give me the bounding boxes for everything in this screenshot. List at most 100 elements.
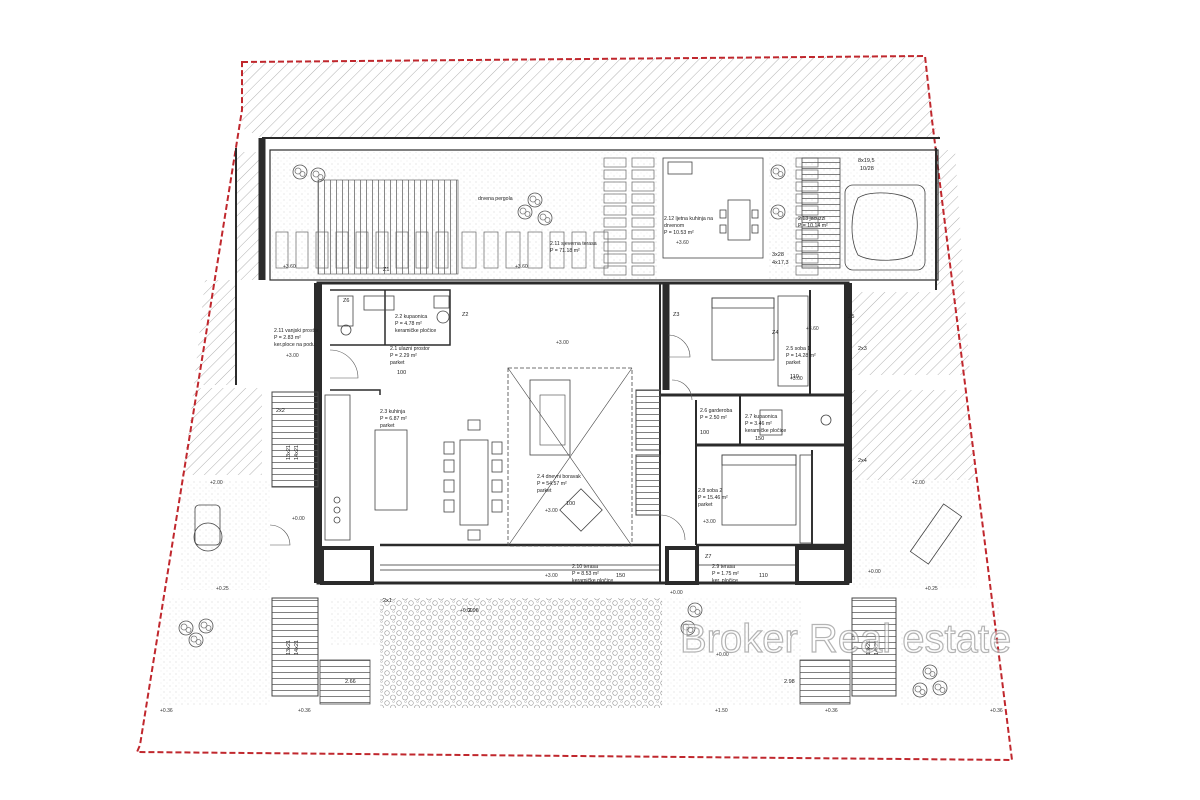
plant-icon <box>770 204 786 220</box>
deck-plank <box>549 231 565 269</box>
stair-east-lower <box>851 597 897 697</box>
plants <box>178 164 948 698</box>
plant-icon <box>527 192 543 208</box>
deck-plank <box>483 231 499 269</box>
deck-plank <box>395 231 409 269</box>
south-east-ground <box>900 598 1000 706</box>
deck-plank <box>461 231 477 269</box>
level: +3.60 <box>806 326 819 332</box>
level: +3.00 <box>286 353 299 359</box>
deck-plank <box>375 231 389 269</box>
jacuzzi-stairs <box>801 157 841 269</box>
deck-plank <box>603 169 627 180</box>
plant-icon <box>198 618 214 634</box>
stair-west-upper <box>271 391 319 488</box>
east-bedroom-ground <box>852 478 977 588</box>
watermark: Broker Real estate <box>680 617 1011 661</box>
deck-plank <box>631 265 655 276</box>
tag: Z5 <box>848 314 854 320</box>
doc-code: 110 <box>790 374 799 380</box>
tag: Z3 <box>673 312 679 318</box>
north-terrace-frame <box>269 149 939 281</box>
deck-plank <box>631 241 655 252</box>
hatched-zones <box>182 56 976 480</box>
level: +0.00 <box>670 590 683 596</box>
tag: 2x2 <box>276 408 285 414</box>
deck-plank <box>603 229 627 240</box>
deck-plank <box>355 231 369 269</box>
stair-west-lower-inner <box>319 659 371 705</box>
east-hatched-zone-2 <box>852 390 976 480</box>
plant-icon <box>188 632 204 648</box>
deck-plank <box>603 265 627 276</box>
south-west-ground <box>160 598 270 706</box>
bath-tub <box>363 295 395 311</box>
dim-label: 2.96 <box>468 608 479 614</box>
plant-icon <box>517 204 533 220</box>
dim-label: 3x28 <box>772 252 784 258</box>
tag: 2x3 <box>858 346 867 352</box>
deck-plank <box>631 229 655 240</box>
dim-label: 14x21 <box>294 445 300 460</box>
deck-plank <box>631 253 655 264</box>
furniture <box>193 157 963 565</box>
plant-icon <box>912 682 928 698</box>
decking <box>275 157 819 276</box>
living-void <box>507 367 633 547</box>
plant-icon <box>932 680 948 696</box>
dim-label: 4x17,3 <box>772 260 789 266</box>
dim-label: 13x21 <box>286 640 292 655</box>
deck-plank <box>275 231 289 269</box>
deck-plank <box>505 231 521 269</box>
level: +0.36 <box>298 708 311 714</box>
west-hatched-zone <box>185 152 262 470</box>
wardrobe-2 <box>799 454 813 544</box>
deck-plank <box>631 217 655 228</box>
doc-code: 150 <box>616 573 625 579</box>
dim-label: 8x19,5 <box>858 158 875 164</box>
level: +0.25 <box>216 586 229 592</box>
annotations: Z1 Z2 Z3 Z4 2x1 2x2 2x3 2x4 Z5 Z6 Z7 100… <box>276 158 880 685</box>
kitchen-island <box>374 429 408 511</box>
wardrobe-1 <box>777 295 809 387</box>
coffee-table <box>559 488 603 532</box>
plant-icon <box>680 620 696 636</box>
level: +0.00 <box>460 608 473 614</box>
stairs <box>271 389 897 705</box>
bed-2 <box>721 454 797 526</box>
deck-plank <box>631 193 655 204</box>
level: +3.60 <box>283 264 296 270</box>
level: +3.00 <box>545 508 558 514</box>
deck-plank <box>603 217 627 228</box>
level: +3.60 <box>676 240 689 246</box>
deck-plank <box>435 231 449 269</box>
level: +3.00 <box>703 519 716 525</box>
west-hatched-zone-2 <box>182 388 262 475</box>
tag: Z7 <box>705 554 711 560</box>
level: +3.00 <box>545 573 558 579</box>
plant-icon <box>687 602 703 618</box>
deck-plank <box>603 157 627 168</box>
level: +2.00 <box>210 480 223 486</box>
plant-icon <box>922 664 938 680</box>
deck-plank <box>631 181 655 192</box>
dim-label: 2.98 <box>784 679 795 685</box>
deck-plank <box>603 253 627 264</box>
deck-plank <box>415 231 429 269</box>
kitchen-counter <box>324 394 351 541</box>
deck-plank <box>631 205 655 216</box>
dim-label: 14x21 <box>294 640 300 655</box>
plant-icon <box>178 620 194 636</box>
deck-rows-west <box>275 231 609 269</box>
stair-interior-2 <box>635 454 661 516</box>
level: +1.50 <box>715 708 728 714</box>
tag: 2x1 <box>383 598 392 604</box>
